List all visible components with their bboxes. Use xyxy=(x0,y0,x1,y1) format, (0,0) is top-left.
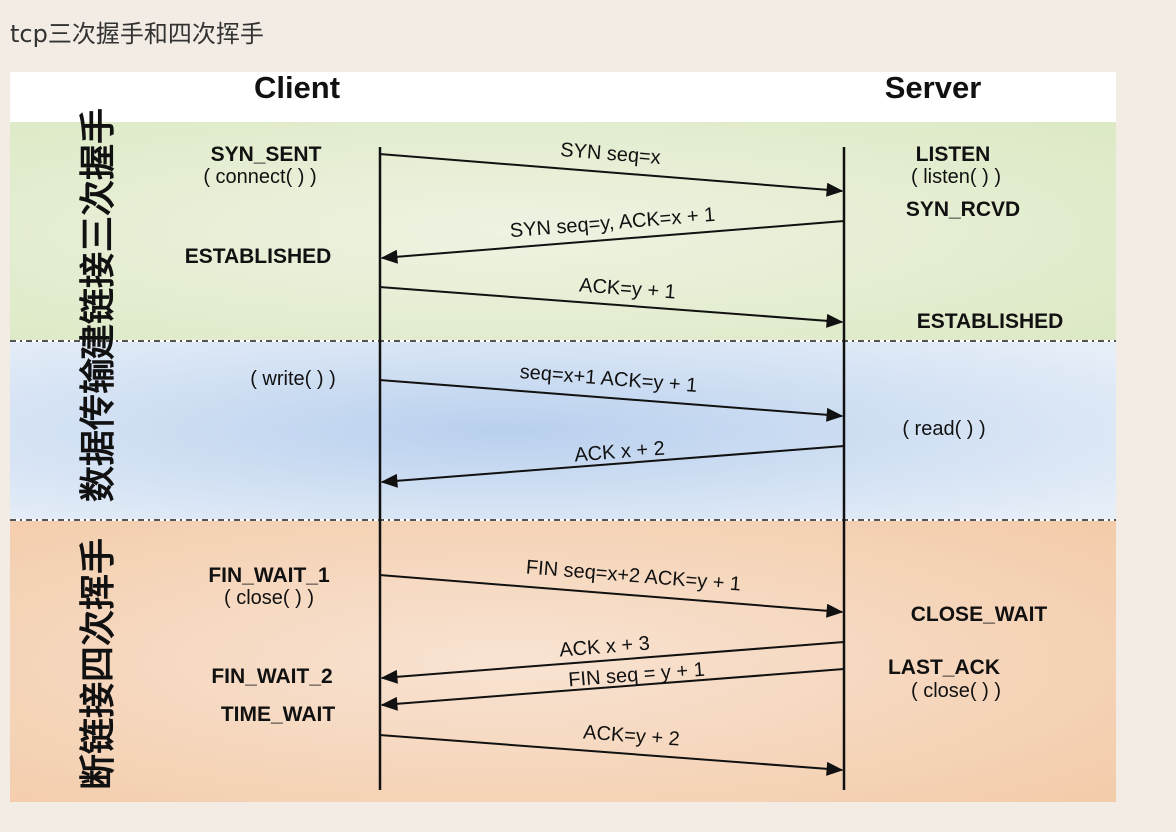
server-call-listen: ( listen( ) ) xyxy=(911,166,1001,188)
page-title: tcp三次握手和四次挥手 xyxy=(10,20,264,48)
arrow-ack-fin xyxy=(380,641,845,684)
handshake-band xyxy=(10,122,1116,340)
client-state-time-wait: TIME_WAIT xyxy=(221,703,336,726)
client-header: Client xyxy=(254,72,340,105)
client-state-established: ESTABLISHED xyxy=(185,245,332,268)
transfer-band xyxy=(10,342,1116,519)
arrow-final-ack xyxy=(379,734,844,776)
client-state-syn-sent: SYN_SENT xyxy=(211,143,322,166)
phase-label-handshake: 建链接三次握手 xyxy=(78,108,119,360)
server-state-listen: LISTEN xyxy=(916,143,991,166)
server-call-close: ( close( ) ) xyxy=(911,680,1001,702)
client-call-write: ( write( ) ) xyxy=(250,368,336,390)
server-state-established: ESTABLISHED xyxy=(917,310,1064,333)
phase-label-transfer: 数据传输 xyxy=(78,357,119,502)
client-call-connect: ( connect( ) ) xyxy=(203,166,316,188)
arrow-data xyxy=(379,379,844,422)
arrow-data-ack xyxy=(380,445,845,488)
arrow-fin-server xyxy=(380,668,845,711)
tcp-sequence-diagram: Client Server 建链接三次握手 数据传输 断链接四次挥手 SYN_S… xyxy=(10,72,1116,802)
arrow-fin-client xyxy=(379,574,844,618)
server-state-last-ack: LAST_ACK xyxy=(888,656,1000,679)
server-call-read: ( read( ) ) xyxy=(902,418,985,440)
client-call-close: ( close( ) ) xyxy=(224,587,314,609)
teardown-band xyxy=(10,521,1116,802)
diagram-svg: Client Server 建链接三次握手 数据传输 断链接四次挥手 SYN_S… xyxy=(10,72,1116,802)
client-state-fin-wait-2: FIN_WAIT_2 xyxy=(211,665,332,688)
client-state-fin-wait-1: FIN_WAIT_1 xyxy=(208,564,330,587)
arrow-syn xyxy=(379,153,844,197)
phase-label-teardown: 断链接四次挥手 xyxy=(78,538,119,790)
arrow-ack xyxy=(379,286,844,328)
arrow-syn-ack xyxy=(380,220,845,264)
server-state-syn-rcvd: SYN_RCVD xyxy=(906,198,1020,221)
server-header: Server xyxy=(885,72,982,105)
server-state-close-wait: CLOSE_WAIT xyxy=(911,603,1048,626)
